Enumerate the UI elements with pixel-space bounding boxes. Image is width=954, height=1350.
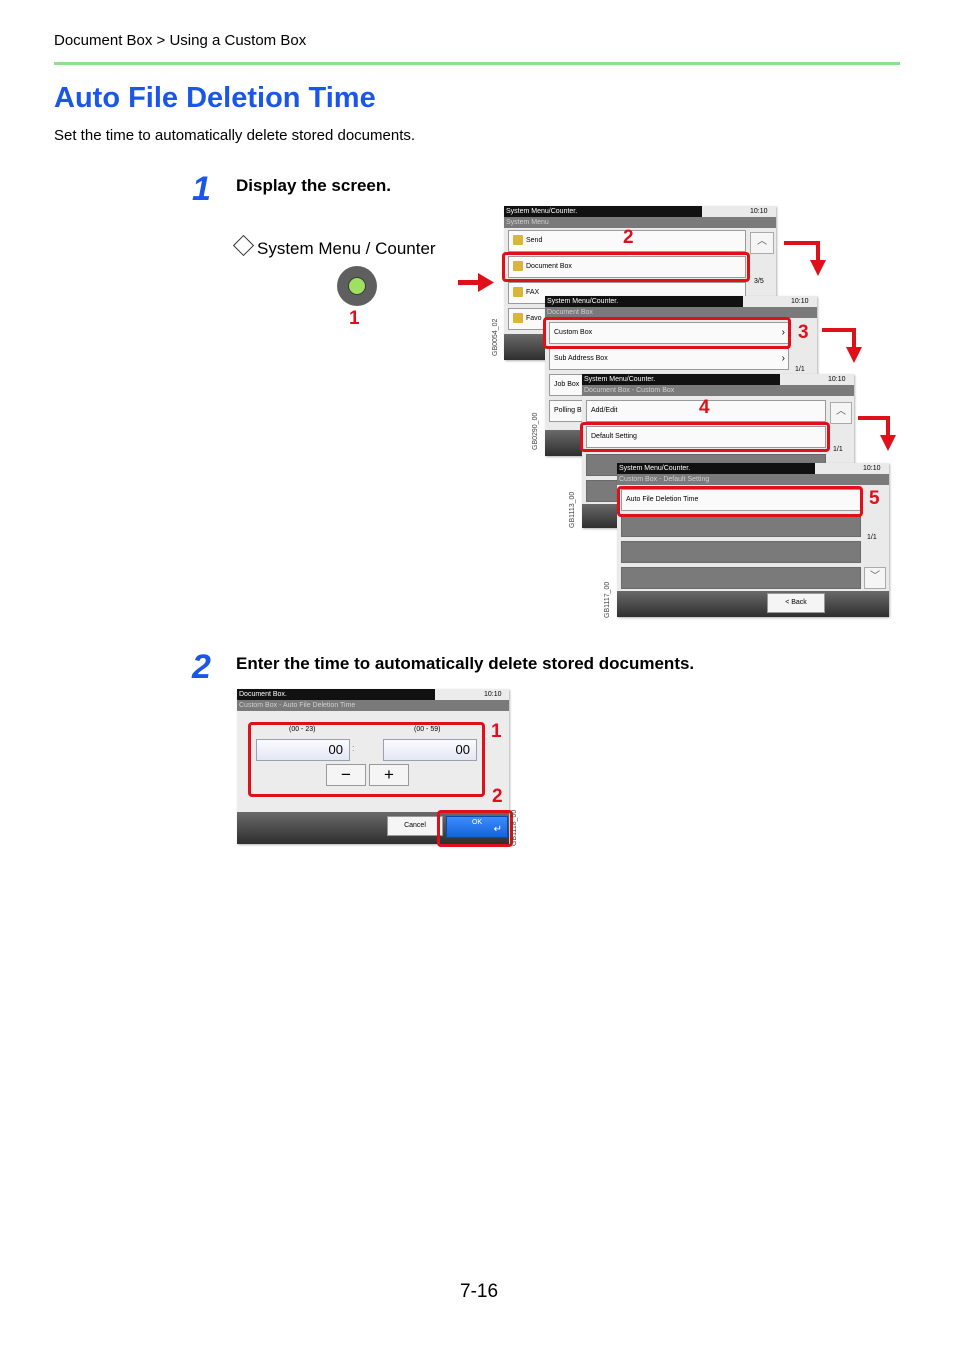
system-menu-icon [232, 234, 255, 257]
highlight-custom-box [543, 317, 791, 349]
highlight-auto-file-deletion-time [617, 486, 863, 517]
arrow-down-icon [784, 241, 826, 276]
screen-time: 10:10 [791, 298, 809, 305]
chevron-right-icon: › [781, 353, 785, 364]
scroll-down-icon[interactable]: ﹀ [864, 567, 886, 589]
screen-subheader: Custom Box - Auto File Deletion Time [237, 700, 509, 711]
screen-time: 10:10 [863, 465, 881, 472]
menu-item-document-box[interactable]: Document Box [508, 256, 746, 278]
callout-time: 1 [491, 721, 502, 742]
menu-item-custom-box[interactable]: Custom Box› [549, 322, 789, 344]
page-title: Auto File Deletion Time [54, 82, 376, 114]
screen-time: 10:10 [828, 376, 846, 383]
callout-5: 5 [869, 488, 880, 509]
screen-footer [617, 591, 889, 617]
highlight-default-setting [580, 422, 830, 452]
menu-item-auto-file-deletion-time[interactable]: Auto File Deletion Time [621, 489, 861, 511]
callout-3: 3 [798, 322, 809, 343]
callout-ok: 2 [492, 786, 503, 807]
screen-subheader: Document Box [545, 307, 817, 318]
screen-header: System Menu/Counter. [545, 296, 743, 307]
header-divider [54, 62, 900, 65]
screen-time: 10:10 [750, 208, 768, 215]
minute-range-label: (00 - 59) [414, 726, 441, 733]
page-indicator: 1/1 [867, 534, 877, 541]
screen-auto-file-deletion-time: Document Box. 10:10 Custom Box - Auto Fi… [237, 689, 509, 844]
enter-icon: ↵ [493, 824, 502, 835]
empty-row [621, 567, 861, 589]
breadcrumb: Document Box > Using a Custom Box [54, 32, 307, 49]
screen-header: System Menu/Counter. [582, 374, 780, 385]
highlight-time-inputs [248, 722, 485, 797]
arrow-right-icon [458, 273, 494, 292]
minute-field[interactable]: 00 [383, 739, 477, 761]
menu-item-send[interactable]: Send [508, 230, 746, 252]
key-lamp-icon [348, 277, 366, 295]
screen-header: System Menu/Counter. [617, 463, 815, 474]
step-1-text: Display the screen. [236, 176, 391, 195]
callout-2: 2 [623, 227, 634, 248]
empty-row [621, 541, 861, 563]
screen-time: 10:10 [484, 691, 502, 698]
screen-subheader: Custom Box - Default Setting [617, 474, 889, 485]
screen-subheader: Document Box - Custom Box [582, 385, 854, 396]
system-menu-key[interactable] [337, 266, 377, 306]
page-indicator: 1/1 [833, 446, 843, 453]
page-indicator: 1/1 [795, 366, 805, 373]
figure-code: GB1113_00 [569, 491, 576, 528]
figure-code: GB0054_02 [492, 318, 499, 356]
favorites-icon [513, 313, 523, 324]
document-box-icon [513, 261, 523, 272]
figure-code: GB0290_00 [532, 412, 539, 450]
page-indicator: 3/5 [754, 278, 764, 285]
time-separator: : [352, 743, 355, 753]
menu-item-default-setting[interactable]: Default Setting [586, 426, 826, 448]
scroll-up-icon[interactable]: ︿ [750, 232, 774, 254]
arrow-down-icon [822, 328, 862, 363]
menu-item-add-edit[interactable]: Add/Edit [586, 400, 826, 422]
figure-code: GB1118_00 [511, 809, 518, 846]
decrement-button[interactable]: − [326, 764, 366, 786]
step-2-text: Enter the time to automatically delete s… [236, 654, 695, 673]
intro-text: Set the time to automatically delete sto… [54, 127, 416, 144]
send-icon [513, 235, 523, 246]
callout-key: 1 [349, 308, 360, 329]
screen-subheader: System Menu [504, 217, 776, 228]
ok-button[interactable]: OK↵ [446, 816, 508, 838]
screen-header: System Menu/Counter. [504, 206, 702, 217]
scroll-up-icon[interactable]: ︿ [830, 402, 852, 424]
menu-item-sub-address-box[interactable]: Sub Address Box› [549, 348, 789, 370]
highlight-ok-button [437, 810, 513, 847]
increment-button[interactable]: + [369, 764, 409, 786]
page-number: 7-16 [460, 1281, 499, 1302]
step-1-number: 1 [192, 170, 211, 208]
chevron-right-icon: › [781, 327, 785, 338]
hour-range-label: (00 - 23) [289, 726, 316, 733]
figure-code: GB1117_00 [604, 581, 611, 618]
step-2-number: 2 [192, 648, 211, 686]
cancel-button[interactable]: Cancel [387, 816, 443, 836]
hour-field[interactable]: 00 [256, 739, 350, 761]
fax-icon [513, 287, 523, 298]
back-button[interactable]: < Back [767, 593, 825, 613]
system-menu-key-label: System Menu / Counter [232, 234, 436, 259]
screen-header: Document Box. [237, 689, 435, 700]
arrow-down-icon [858, 416, 896, 451]
highlight-document-box [502, 252, 750, 282]
empty-row [621, 515, 861, 537]
callout-4: 4 [699, 397, 710, 418]
